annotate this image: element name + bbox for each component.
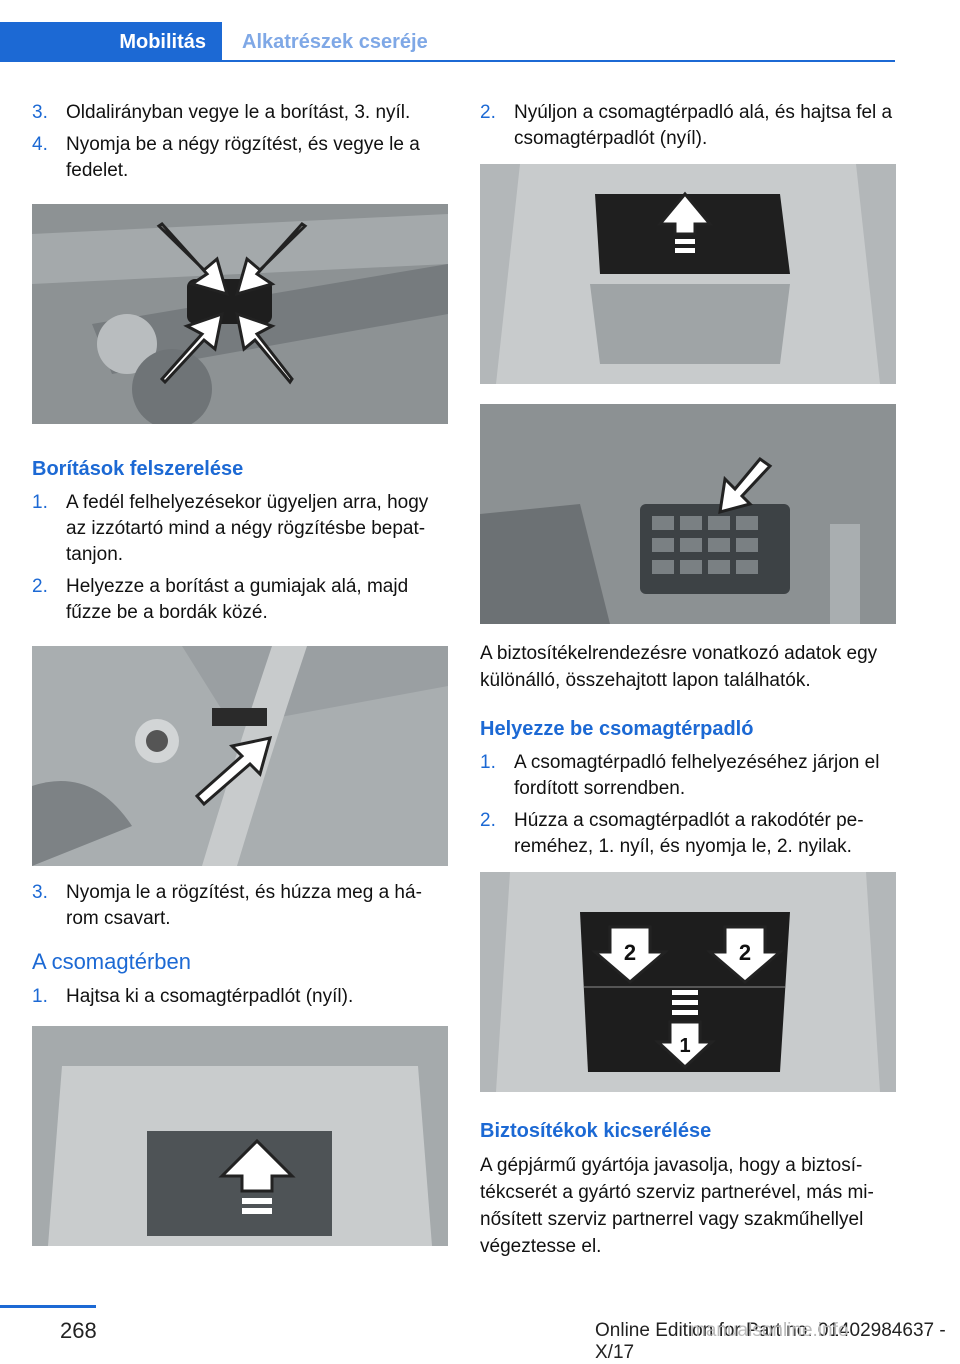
section-tab: Mobilitás [0,22,222,62]
step-text: Hajtsa ki a csomagtérpadlót (nyíl). [66,986,354,1007]
step-number: 2. [32,576,48,597]
list-item: 2. Helyezze a borítást a gumiajak alá, ma… [32,574,448,626]
step-text: Helyezze a borítást a gumiajak alá, majd… [66,576,409,623]
steps-list: 1. A csomagtérpadló felhelyezéséhez járjo… [480,750,896,860]
step-number: 1. [480,752,496,773]
heading-covers: Borítások felszerelése [32,458,244,480]
figure-fuse-box [480,404,896,624]
step-number: 1. [32,492,48,513]
figure-headlight-cover [32,204,448,424]
list-item: 1. A csomagtérpadló felhelyezéséhez járjo… [480,750,896,802]
step-number: 2. [480,810,496,831]
figure-insert-floor: 2 2 1 [480,872,896,1092]
edition-text: Online Edition for Part no. 01402984637 … [595,1320,946,1363]
left-column: 3. Oldalirányban vegye le a borítást, 3. … [32,100,448,1246]
page-header: Mobilitás Alkatrészek cseréje [0,22,895,62]
steps-list: 1. A fedél felhelyezésekor ügyeljen arra,… [32,490,448,626]
list-item: 4. Nyomja be a négy rögzítést, és vegye l… [32,132,448,184]
figure-trunk-floor-folded [32,1026,448,1246]
steps-list: 1. Hajtsa ki a csomagtérpadlót (nyíl). [32,984,448,1010]
step-text: Nyomja le a rögzítést, és húzza meg a há… [66,882,422,929]
arrow-label-1: 1 [679,1035,690,1057]
list-item: 3. Nyomja le a rögzítést, és húzza meg a … [32,880,448,932]
step-text: Húzza a csomagtérpadlót a rakodótér pe­r… [514,810,864,857]
figure-trunk-floor-lifted [480,164,896,384]
arrow-label-2b: 2 [739,940,751,965]
step-text: Nyomja be a négy rögzítést, és vegye le … [66,134,420,181]
figure-cover-fastener [32,646,448,866]
step-number: 1. [32,986,48,1007]
heading-replace-fuses: Biztosítékok kicserélése [480,1120,712,1142]
subsection-label: Alkatrészek cseréje [242,30,428,53]
list-item: 1. Hajtsa ki a csomagtérpadlót (nyíl). [32,984,448,1010]
steps-list: 2. Nyúljon a csomagtérpadló alá, és hajts… [480,100,896,152]
heading-insert-floor: Helyezze be csomagtérpadló [480,718,754,740]
right-column: 2. Nyúljon a csomagtérpadló alá, és hajts… [480,100,896,1260]
replace-fuses-text: A gépjármű gyártója javasolja, hogy a bi… [480,1155,874,1257]
footer-divider [0,1305,96,1308]
list-item: 1. A fedél felhelyezésekor ügyeljen arra,… [32,490,448,568]
watermark-text: manualsonline.info [690,1320,849,1341]
list-item: 2. Húzza a csomagtérpadlót a rakodótér pe… [480,808,896,860]
step-text: A fedél felhelyezésekor ügyeljen arra, h… [66,492,429,565]
step-number: 3. [32,102,48,123]
step-number: 4. [32,134,48,155]
step-text: Nyúljon a csomagtérpadló alá, és hajtsa … [514,102,893,149]
section-label: Mobilitás [119,30,206,53]
steps-list: 3. Oldalirányban vegye le a borítást, 3. … [32,100,448,184]
list-item: 3. Oldalirányban vegye le a borítást, 3. … [32,100,448,126]
steps-list: 3. Nyomja le a rögzítést, és húzza meg a … [32,880,448,932]
step-text: A csomagtérpadló felhelyezéséhez járjon … [514,752,880,799]
step-text: Oldalirányban vegye le a borítást, 3. ny… [66,102,411,123]
page-number: 268 [60,1318,97,1343]
arrow-label-2a: 2 [624,940,636,965]
heading-trunk: A csomagtérben [32,949,191,974]
step-number: 2. [480,102,496,123]
header-divider [222,60,895,62]
subsection-tab: Alkatrészek cseréje [224,22,895,62]
list-item: 2. Nyúljon a csomagtérpadló alá, és hajts… [480,100,896,152]
fuse-info-text: A biztosítékelrendezésre vonatkozó adato… [480,643,878,691]
step-number: 3. [32,882,48,903]
